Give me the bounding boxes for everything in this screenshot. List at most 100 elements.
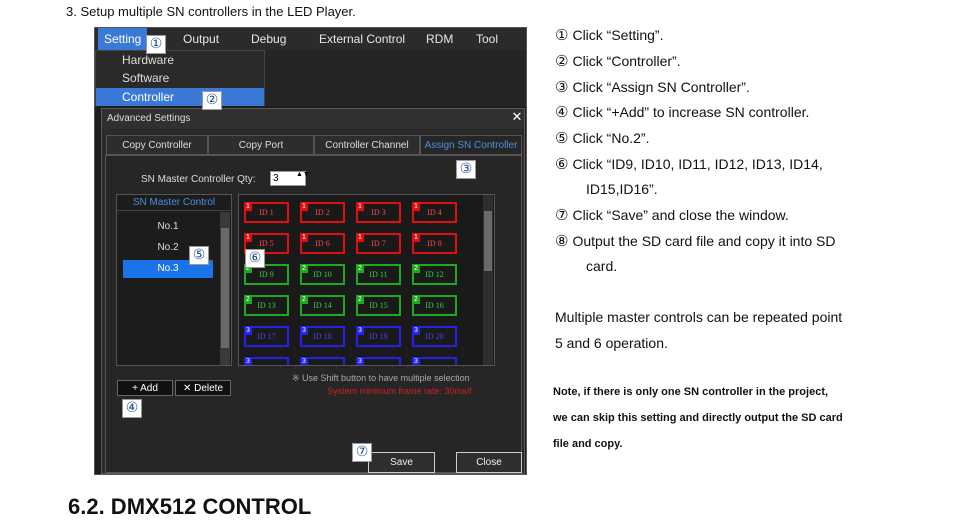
instruction-line: card. [586,258,617,274]
id-cell-label: ID 8 [427,239,442,248]
marker-6: ⑥ [245,249,265,268]
grid-scroll-thumb[interactable] [484,211,492,271]
paragraph-line-1: Multiple master controls can be repeated… [555,309,843,325]
list-scrollbar[interactable] [220,212,230,365]
id-cell[interactable]: 3 [412,357,457,365]
list-header: SN Master Control [117,195,231,211]
marker-2: ② [202,91,222,110]
tab-copy-port[interactable]: Copy Port [208,135,314,155]
step-text: Click “Controller”. [572,53,681,69]
step-number: ③ [555,78,569,96]
group-badge: 2 [356,264,364,273]
dropdown-controller[interactable]: Controller [96,88,264,106]
menu-output[interactable]: Output [183,32,220,46]
qty-input[interactable]: 3 [270,171,306,186]
id-cell-label: ID 20 [425,332,444,341]
save-button[interactable]: Save [368,452,435,473]
tab-controller-channel[interactable]: Controller Channel [314,135,420,155]
group-badge: 3 [412,357,420,365]
close-icon[interactable]: ✕ [511,109,523,124]
step-text: Click “Setting”. [572,27,664,43]
id-cell[interactable]: ID 14 2 [300,295,345,316]
spin-arrows-icon[interactable]: ▲▼ [296,171,310,178]
dropdown-hardware[interactable]: Hardware [122,53,175,67]
list-item-no1[interactable]: No.1 [157,221,179,232]
group-badge: 1 [356,233,364,242]
instruction-line: ID15,ID16”. [586,181,658,197]
step-number: ⑧ [555,232,569,250]
list-scroll-thumb[interactable] [221,228,229,348]
step-number: ① [555,26,569,44]
setting-dropdown: Hardware Software Controller [95,50,265,106]
step-text: card. [586,258,618,274]
id-cell-label: ID 15 [369,301,388,310]
id-cell-label: ID 10 [313,270,332,279]
group-badge: 3 [356,357,364,365]
id-cell-label: ID 13 [257,301,276,310]
note-line-2: we can skip this setting and directly ou… [553,412,843,424]
grid-scrollbar[interactable] [483,195,493,365]
group-badge: 3 [412,326,420,335]
workspace-area [265,50,526,106]
menu-rdm[interactable]: RDM [426,32,454,46]
tab-copy-controller[interactable]: Copy Controller [106,135,208,155]
menu-debug[interactable]: Debug [251,32,287,46]
id-cell[interactable]: ID 10 2 [300,264,345,285]
list-item-no2[interactable]: No.2 [157,242,179,253]
marker-3: ③ [456,160,476,179]
id-cell-label: ID 18 [313,332,332,341]
step-text: Click “No.2”. [572,130,650,146]
id-cell[interactable]: 3 [356,357,401,365]
step-number: ⑤ [555,129,569,147]
dialog-title: Advanced Settings [102,109,524,129]
step-number: ⑦ [555,206,569,224]
id-cell[interactable]: 3 [300,357,345,365]
menu-bar: Setting Output Debug External Control RD… [95,28,526,50]
menu-tool[interactable]: Tool [476,32,499,46]
id-cell-label: ID 17 [257,332,276,341]
id-cell-label: ID 16 [425,301,444,310]
dropdown-software[interactable]: Software [122,71,170,85]
shift-hint: ※ Use Shift button to have multiple sele… [292,373,470,383]
group-badge: 2 [412,264,420,273]
group-badge: 2 [300,295,308,304]
group-badge: 1 [412,233,420,242]
id-cell[interactable]: ID 12 2 [412,264,457,285]
group-badge: 1 [356,202,364,211]
id-cell[interactable]: ID 20 3 [412,326,457,347]
id-cell-label: ID 14 [313,301,332,310]
id-cell[interactable]: ID 13 2 [244,295,289,316]
menu-external-control[interactable]: External Control [319,32,406,46]
tab-assign-sn-controller[interactable]: Assign SN Controller [420,135,522,155]
group-badge: 2 [244,295,252,304]
delete-button[interactable]: ✕ Delete [175,380,231,396]
id-cell[interactable]: ID 8 1 [412,233,457,254]
menu-setting[interactable]: Setting [98,28,148,50]
id-cell-label: ID 12 [425,270,444,279]
id-cell[interactable]: 3 [244,357,289,365]
add-button[interactable]: + Add [117,380,173,396]
group-badge: 2 [300,264,308,273]
group-badge: 3 [244,357,252,365]
step-number: ② [555,52,569,70]
close-button[interactable]: Close [456,452,522,473]
step-number: ⑥ [555,155,569,173]
